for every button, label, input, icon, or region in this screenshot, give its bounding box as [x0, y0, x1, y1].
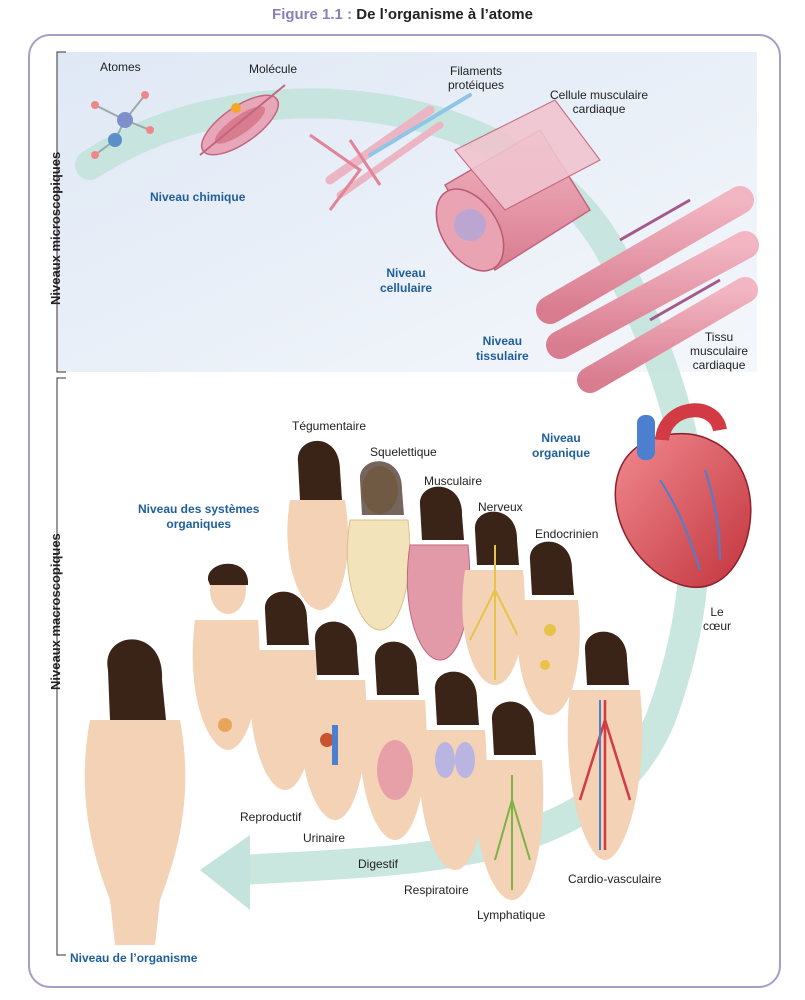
macro-bracket	[56, 377, 66, 956]
figure-caption: De l’organisme à l’atome	[356, 6, 533, 23]
label-urinaire: Urinaire	[303, 831, 346, 845]
label-nerveux: Nerveux	[478, 500, 523, 514]
label-filaments: Filaments protéiques	[448, 64, 504, 92]
level-systemes: Niveau des systèmes organiques	[138, 502, 259, 532]
molecule-graphic	[199, 84, 286, 156]
label-endocrinien: Endocrinien	[535, 527, 599, 541]
label-cellule: Cellule musculaire cardiaque	[550, 88, 648, 116]
label-tissu-line1: Tissu	[704, 330, 734, 344]
arrow-head	[200, 835, 250, 910]
heart-graphic	[614, 403, 752, 588]
filaments-graphic	[309, 93, 472, 211]
level-cellulaire-line2: cellulaire	[380, 281, 433, 295]
figure-digestif	[299, 621, 367, 820]
label-filaments-line1: Filaments	[450, 64, 503, 78]
level-cellulaire: Niveau cellulaire	[380, 266, 432, 296]
label-coeur: Le cœur	[703, 605, 731, 633]
label-tissu-line2: musculaire	[690, 344, 749, 358]
label-squelettique: Squelettique	[370, 445, 437, 459]
label-tegumentaire: Tégumentaire	[292, 419, 367, 433]
figure-endocrinien	[517, 541, 580, 715]
figure-organisme	[84, 639, 186, 945]
side-label-macroscopic: Niveaux macroscopiques	[48, 533, 63, 690]
figure-reproductif	[192, 563, 260, 750]
figure-title: Figure 1.1 : De l’organisme à l’atome	[0, 6, 805, 23]
muscle-cell-graphic	[435, 99, 601, 272]
level-cellulaire-line1: Niveau	[386, 266, 426, 280]
figure-urinaire	[249, 591, 317, 790]
system-figures	[84, 440, 643, 945]
level-organisme: Niveau de l’organisme	[70, 951, 198, 965]
label-tissu: Tissu musculaire cardiaque	[690, 330, 748, 372]
figure-lymphatique	[419, 671, 487, 870]
label-reproductif: Reproductif	[240, 810, 302, 824]
tissue-graphic	[536, 186, 759, 393]
figure-nerveux	[462, 511, 525, 685]
level-tissulaire-line2: tissulaire	[476, 349, 529, 363]
figure-number: Figure 1.1 :	[272, 6, 353, 23]
label-coeur-line1: Le	[710, 605, 724, 619]
figure-squelettique	[346, 461, 411, 631]
label-digestif: Digestif	[358, 857, 399, 871]
figure-lymph-green	[567, 631, 643, 860]
level-organique-line2: organique	[532, 446, 591, 460]
label-lymphatique: Lymphatique	[477, 908, 546, 922]
level-organique-line1: Niveau	[541, 431, 581, 445]
figure-musculaire	[406, 486, 471, 661]
label-cellule-line1: Cellule musculaire	[550, 88, 649, 102]
level-chimique: Niveau chimique	[150, 190, 246, 204]
label-coeur-line2: cœur	[703, 619, 731, 633]
level-systemes-line1: Niveau des systèmes	[138, 502, 260, 516]
figure-tegumentaire	[287, 440, 349, 610]
micro-bracket	[56, 51, 66, 373]
level-organique: Niveau organique	[532, 431, 590, 461]
atoms-graphic	[91, 91, 154, 159]
side-label-microscopic: Niveaux microscopiques	[48, 151, 63, 305]
label-tissu-line3: cardiaque	[692, 358, 746, 372]
label-cellule-line2: cardiaque	[572, 102, 626, 116]
label-musculaire: Musculaire	[424, 474, 483, 488]
label-respiratoire: Respiratoire	[404, 883, 469, 897]
figure-respiratoire	[359, 641, 427, 840]
label-cardio: Cardio-vasculaire	[568, 872, 662, 886]
level-tissulaire: Niveau tissulaire	[476, 334, 529, 364]
label-filaments-line2: protéiques	[448, 78, 505, 92]
level-tissulaire-line1: Niveau	[482, 334, 523, 348]
figure-cardio	[475, 701, 544, 900]
level-systemes-line2: organiques	[166, 517, 232, 531]
label-molecule: Molécule	[249, 62, 298, 76]
label-atomes: Atomes	[100, 60, 141, 74]
